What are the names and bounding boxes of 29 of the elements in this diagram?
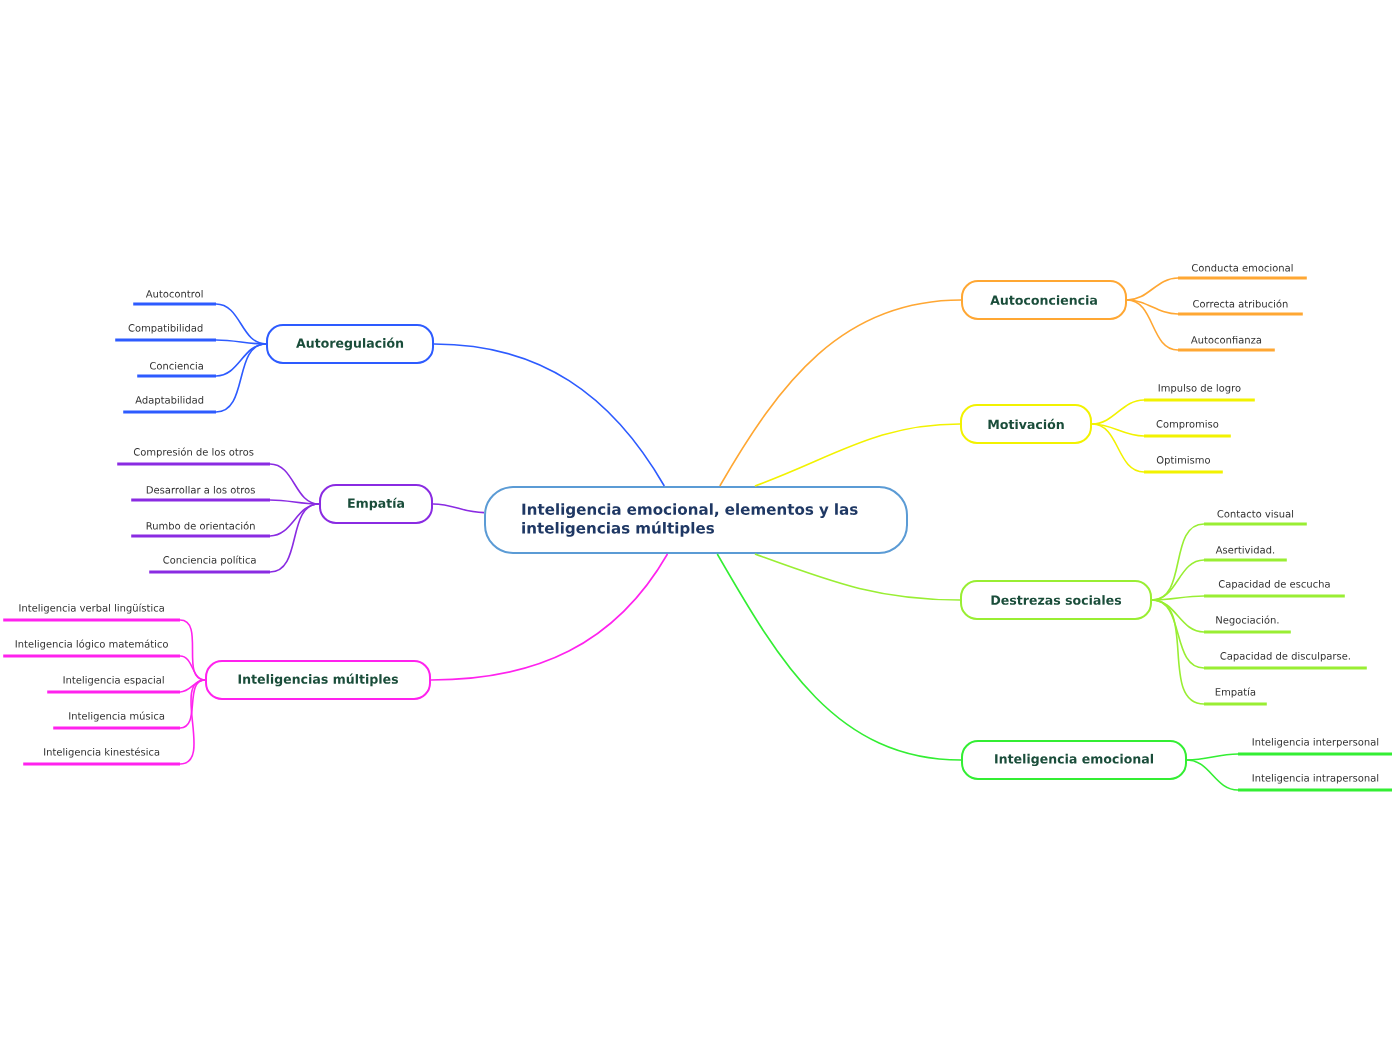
- connector: [1126, 299, 1179, 315]
- connector: [1186, 759, 1239, 791]
- connector: [1126, 277, 1179, 301]
- connector: [1091, 399, 1145, 425]
- connector: [432, 503, 485, 514]
- connector: [719, 299, 962, 487]
- connector: [430, 553, 669, 681]
- connector: [215, 343, 267, 413]
- connector: [1126, 299, 1179, 351]
- connector: [1151, 595, 1205, 601]
- connector: [1091, 423, 1145, 437]
- connector: [433, 343, 666, 487]
- connector: [215, 339, 267, 345]
- connector: [269, 499, 320, 505]
- connector: [1151, 559, 1205, 601]
- connector: [179, 679, 206, 729]
- connector: [754, 553, 961, 601]
- connector: [1091, 423, 1145, 473]
- connector: [1186, 753, 1239, 761]
- connector: [215, 303, 267, 345]
- connector: [754, 423, 961, 487]
- connector: [269, 463, 320, 505]
- connector: [269, 503, 320, 537]
- connector: [1151, 599, 1205, 705]
- connector: [1151, 599, 1205, 669]
- connector: [179, 655, 206, 681]
- connector: [716, 553, 962, 761]
- connector: [179, 679, 206, 765]
- connector: [269, 503, 320, 573]
